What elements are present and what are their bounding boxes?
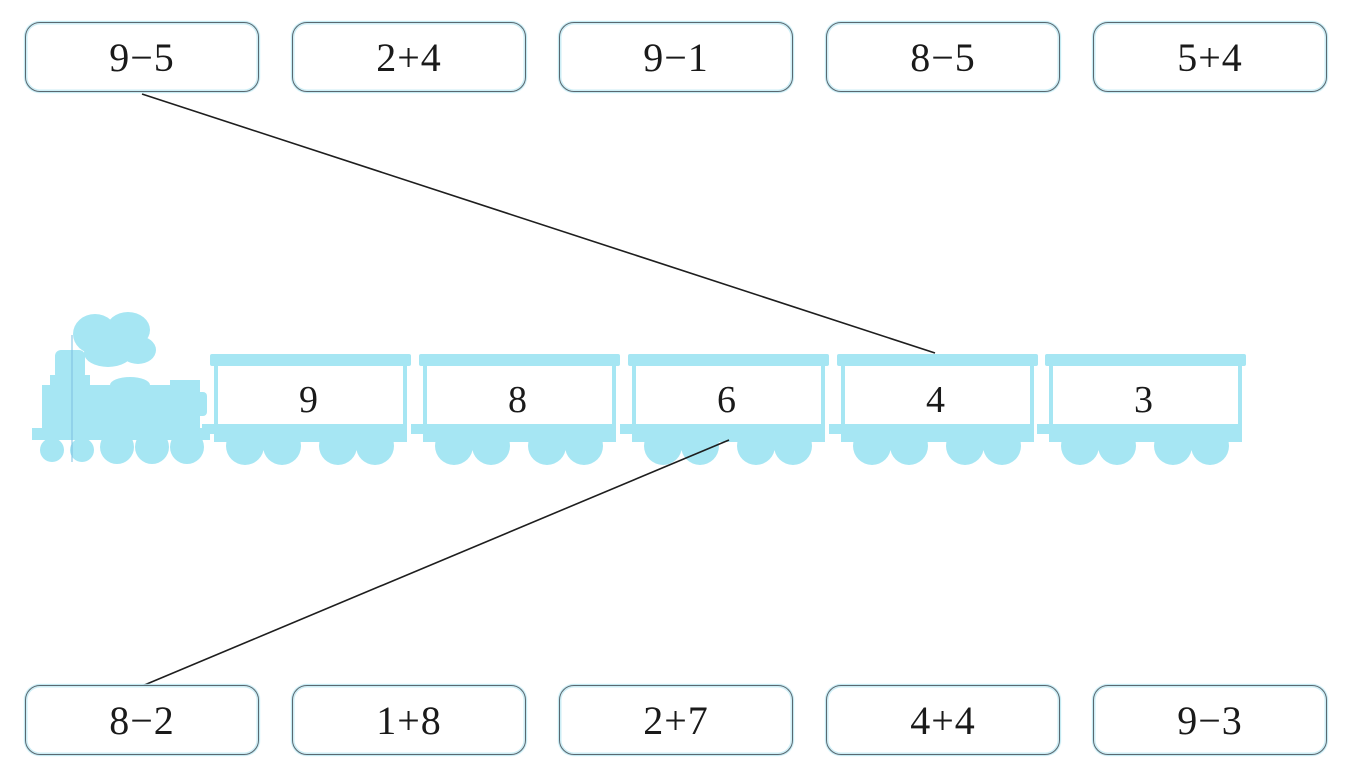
wagon-wheel — [472, 427, 510, 465]
wagon-wheel — [565, 427, 603, 465]
wagon-coupler — [202, 424, 214, 434]
steam-locomotive-icon — [32, 312, 210, 464]
train-wagon[interactable]: 8 — [411, 354, 620, 465]
matching-line — [141, 93, 936, 354]
wagon-roof — [628, 354, 829, 366]
wagon-wheel — [983, 427, 1021, 465]
wagon-number: 9 — [299, 379, 318, 421]
wagon-post — [841, 364, 845, 426]
wagon-number: 4 — [926, 379, 945, 421]
bottom-expression-box[interactable]: 1+8 — [292, 685, 526, 755]
wagon-post — [403, 364, 407, 426]
bottom-expression-box[interactable]: 4+4 — [826, 685, 1060, 755]
wagon-base — [841, 424, 1034, 442]
wagon-base — [214, 424, 407, 442]
wagon-coupler — [829, 424, 841, 434]
train-wagon[interactable]: 3 — [1037, 354, 1246, 465]
wagon-wheel — [435, 427, 473, 465]
wagon-wheel — [774, 427, 812, 465]
wagon-post — [214, 364, 218, 426]
wagon-wheel — [356, 427, 394, 465]
wagon-wheel — [853, 427, 891, 465]
train-wagon[interactable]: 6 — [620, 354, 829, 465]
wagon-number: 3 — [1134, 379, 1153, 421]
wagon-number: 6 — [717, 379, 736, 421]
wagon-coupler — [411, 424, 423, 434]
wagon-wheel — [1098, 427, 1136, 465]
wagon-post — [632, 364, 636, 426]
wagon-number: 8 — [508, 379, 527, 421]
wagon-wheel — [946, 427, 984, 465]
matching-line — [141, 439, 730, 687]
wagon-post — [1030, 364, 1034, 426]
wagon-base — [1049, 424, 1242, 442]
wagon-post — [612, 364, 616, 426]
wagon-wheel — [1061, 427, 1099, 465]
train-wagon[interactable]: 4 — [829, 354, 1038, 465]
wagon-wheel — [737, 427, 775, 465]
wagon-wheel — [1154, 427, 1192, 465]
wagon-roof — [1045, 354, 1246, 366]
wagon-wheel — [644, 427, 682, 465]
wagon-base — [632, 424, 825, 442]
top-expression-box[interactable]: 9−5 — [25, 22, 259, 92]
wagon-roof — [419, 354, 620, 366]
wagon-wheel — [681, 427, 719, 465]
wagon-roof — [837, 354, 1038, 366]
train-wagon[interactable]: 9 — [202, 354, 411, 465]
wagon-post — [1049, 364, 1053, 426]
top-expression-box[interactable]: 5+4 — [1093, 22, 1327, 92]
wagon-wheel — [1191, 427, 1229, 465]
wagon-wheel — [890, 427, 928, 465]
wagon-base — [423, 424, 616, 442]
wagon-coupler — [1037, 424, 1049, 434]
top-expression-box[interactable]: 2+4 — [292, 22, 526, 92]
wagon-wheel — [226, 427, 264, 465]
wagon-wheel — [263, 427, 301, 465]
wagon-post — [423, 364, 427, 426]
wagon-wheel — [528, 427, 566, 465]
bottom-expression-box[interactable]: 8−2 — [25, 685, 259, 755]
top-expression-box[interactable]: 9−1 — [559, 22, 793, 92]
wagon-post — [821, 364, 825, 426]
bottom-expression-box[interactable]: 9−3 — [1093, 685, 1327, 755]
wagon-roof — [210, 354, 411, 366]
wagon-coupler — [620, 424, 632, 434]
bottom-expression-box[interactable]: 2+7 — [559, 685, 793, 755]
wagon-wheel — [319, 427, 357, 465]
top-expression-box[interactable]: 8−5 — [826, 22, 1060, 92]
wagon-post — [1238, 364, 1242, 426]
